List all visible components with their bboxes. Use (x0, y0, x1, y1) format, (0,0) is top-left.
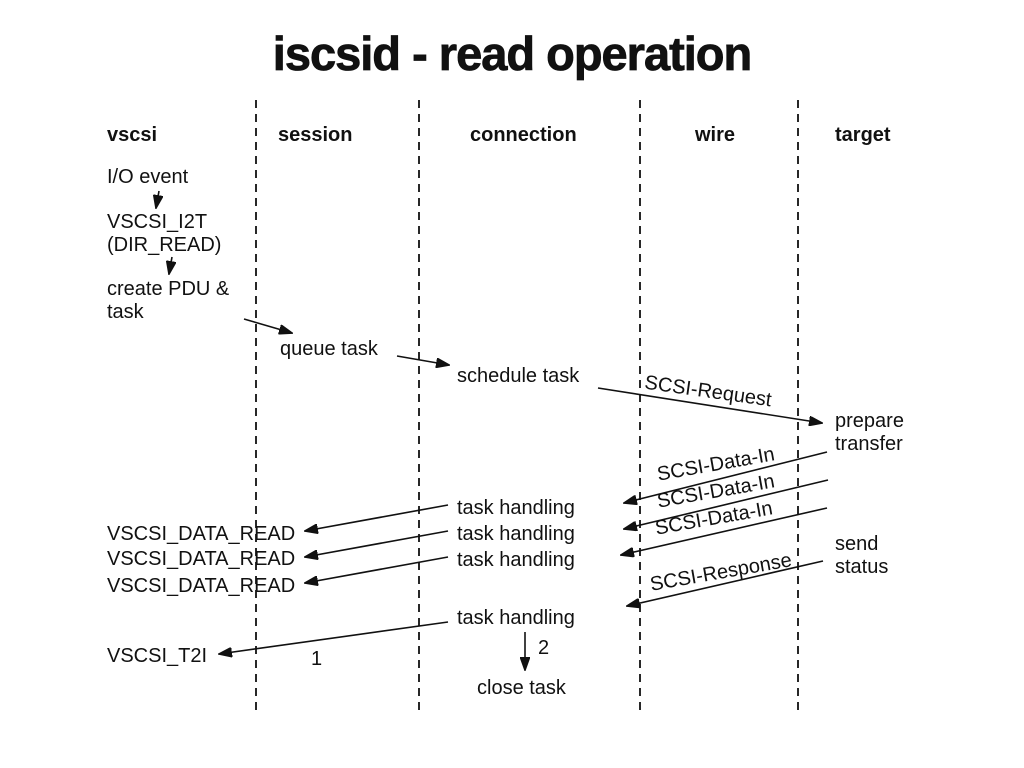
step-task-handling-3: task handling (457, 549, 575, 571)
arrow-taskhandling1-to-dataread-icon (305, 504, 449, 531)
step-task-handling-4: task handling (457, 607, 575, 629)
lane-header-wire: wire (695, 124, 736, 146)
arrow-taskhandling-to-t2i-icon (219, 621, 449, 654)
annotation-step-2: 2 (538, 637, 550, 659)
step-vscsi-data-read-1: VSCSI_DATA_READ (107, 523, 296, 545)
arrow-taskhandling2-to-dataread-icon (305, 530, 449, 557)
step-task-handling-2: task handling (457, 523, 575, 545)
step-vscsi-data-read-3: VSCSI_DATA_READ (107, 575, 296, 597)
step-queue-task: queue task (280, 338, 378, 360)
step-vscsi-i2t: VSCSI_I2T (DIR_READ) (107, 211, 222, 256)
step-send-status: send status (835, 533, 889, 578)
slide-title: iscsid - read operation (272, 27, 752, 80)
step-prepare-transfer: prepare transfer (835, 410, 904, 455)
lane-header-target: target (835, 124, 891, 146)
arrow-i2t-to-createpdu-icon (169, 256, 172, 274)
step-io-event: I/O event (107, 166, 189, 188)
step-schedule-task: schedule task (457, 365, 580, 387)
message-scsi-response: SCSI-Response (648, 549, 794, 596)
arrow-create-to-queue-icon (243, 318, 292, 333)
message-scsi-request: SCSI-Request (643, 371, 773, 412)
arrow-ioevent-to-i2t-icon (156, 190, 159, 208)
step-task-handling-1: task handling (457, 497, 575, 519)
arrow-taskhandling3-to-dataread-icon (305, 556, 449, 583)
annotation-step-1: 1 (311, 648, 323, 670)
lane-header-connection: connection (470, 124, 577, 146)
step-create-pdu: create PDU & task (107, 278, 230, 323)
step-vscsi-t2i: VSCSI_T2I (107, 645, 208, 667)
arrow-queue-to-schedule-icon (396, 355, 449, 365)
lane-header-session: session (278, 124, 353, 146)
step-close-task: close task (477, 677, 566, 699)
step-vscsi-data-read-2: VSCSI_DATA_READ (107, 548, 296, 570)
lane-header-vscsi: vscsi (107, 124, 158, 146)
